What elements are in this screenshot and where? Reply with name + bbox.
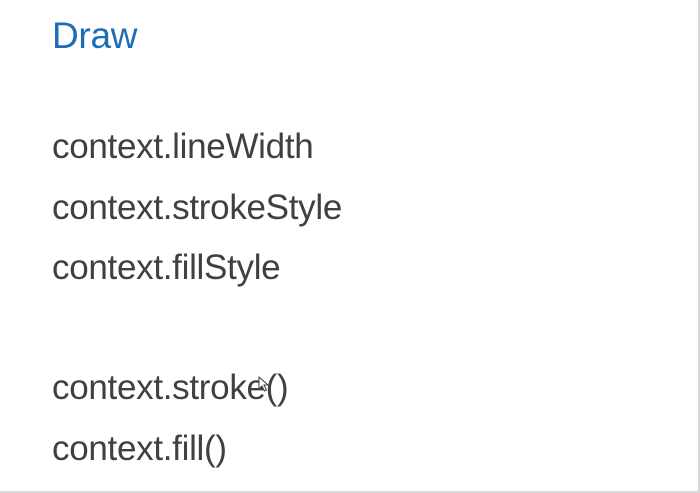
slide-right-border (698, 0, 700, 493)
code-line-fillstyle: context.fillStyle (52, 248, 281, 287)
code-line-fill: context.fill() (52, 429, 227, 468)
code-line-strokestyle: context.strokeStyle (52, 188, 342, 227)
code-line-stroke: context.stroke() (52, 368, 289, 407)
mouse-pointer-icon (258, 376, 270, 392)
slide-bottom-border (0, 491, 700, 493)
code-line-linewidth: context.lineWidth (52, 127, 314, 166)
slide-title: Draw (52, 15, 138, 56)
